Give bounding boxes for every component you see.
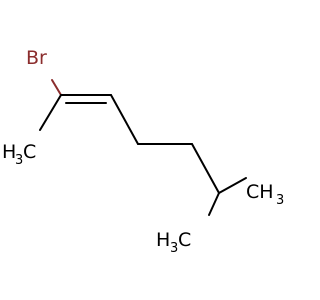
methyl-left-label: H (2, 141, 16, 163)
bromine-atom-label: Br (26, 47, 47, 69)
methyl-bottom-subscript: 3 (170, 241, 178, 256)
bond-c6-c7 (218, 177, 247, 194)
bond-c2-c1 (39, 94, 62, 131)
bond-c3-c4 (110, 94, 139, 145)
methyl-left-h: H (2, 141, 16, 163)
molecule-canvas: Br H 3 C CH 3 H 3 C (2, 47, 284, 256)
skeletal-structure-diagram: Br H 3 C CH 3 H 3 C (2, 47, 284, 256)
methyl-left-carbon: C (23, 141, 36, 163)
methyl-bottom-h: H (156, 229, 170, 251)
methyl-bottom-label: H (156, 229, 170, 251)
methyl-right-subscript: 3 (276, 193, 284, 208)
bond-c6-c8 (208, 192, 220, 216)
methyl-right-label: CH (246, 181, 274, 203)
methyl-left-subscript: 3 (15, 153, 23, 168)
methyl-bottom-carbon: C (178, 229, 191, 251)
bond-c5-c6 (191, 143, 220, 194)
bond-c2-br (51, 79, 62, 96)
